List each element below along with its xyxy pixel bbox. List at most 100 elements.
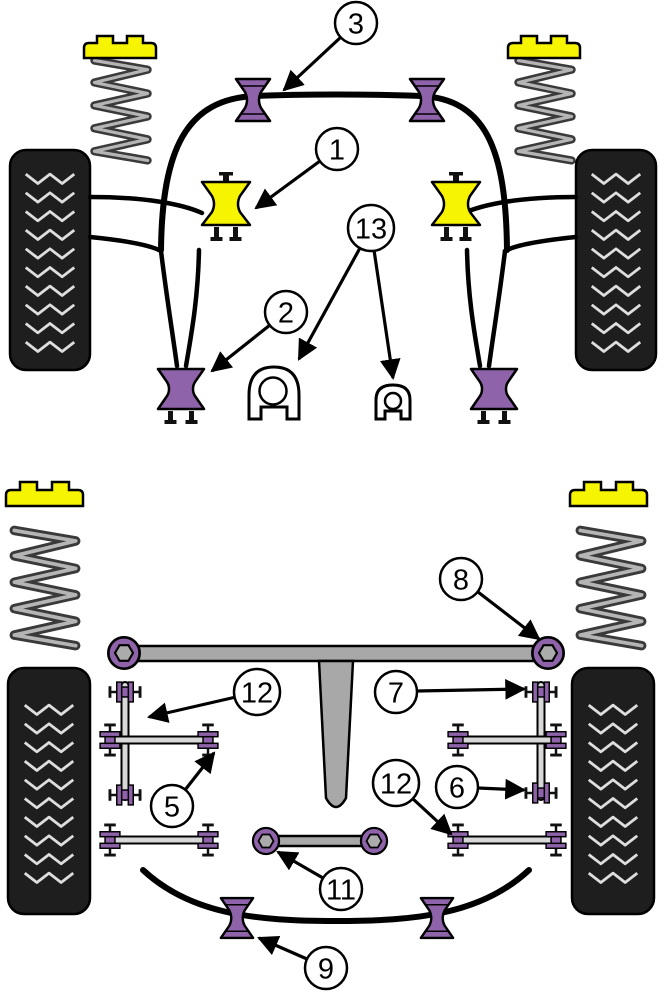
front-callouts: 3 1 2 13 <box>210 0 401 381</box>
rear-left-lower-link <box>105 835 211 845</box>
front-right-arm-lower-bush <box>469 367 519 426</box>
callout-9: 9 <box>257 935 349 991</box>
callout-1-circle <box>314 126 360 172</box>
front-left-spring <box>94 61 147 161</box>
callout-12-left-number: 12 <box>241 677 273 709</box>
callout-12-left-circle <box>232 667 282 717</box>
callout-8: 8 <box>438 556 541 641</box>
front-left-arm-outer-edge <box>158 248 180 369</box>
rear-left-spring-seat <box>4 480 85 508</box>
front-right-upper-arm-line <box>461 194 579 216</box>
front-anti-roll-bar <box>158 91 510 253</box>
front-clamp-bracket-large-hole <box>258 376 288 406</box>
callout-5-arrow <box>183 751 216 791</box>
callout-5-number: 5 <box>164 791 180 823</box>
callout-9-arrow <box>257 935 308 961</box>
callout-12-right-number: 12 <box>380 768 412 800</box>
rear-right-spring <box>580 530 641 645</box>
callout-11-number: 11 <box>326 874 356 906</box>
callout-6-circle <box>434 764 480 810</box>
rear-suspension-section: 8 12 7 5 6 <box>4 480 656 991</box>
callout-2-number: 2 <box>278 297 294 329</box>
callout-1-arrow <box>254 159 321 210</box>
rear-beam-mount-bush-left <box>107 636 141 670</box>
front-tires <box>8 148 658 372</box>
callout-12-right-circle <box>371 758 421 808</box>
front-left-lower-arm-line <box>87 234 164 254</box>
rear-right-tire <box>570 666 656 916</box>
rear-anti-roll-bar <box>140 867 532 925</box>
rear-right-tire-body <box>570 666 656 916</box>
callout-6: 6 <box>434 764 527 810</box>
callout-8-circle <box>438 556 484 602</box>
callout-12-left: 12 <box>146 667 282 723</box>
callout-13-circle <box>346 203 396 253</box>
front-right-spring-seat <box>506 34 582 60</box>
rear-right-lower-link <box>455 835 561 845</box>
front-suspension-section: 3 1 2 13 <box>8 0 658 426</box>
callout-13-arrow-right <box>372 249 401 381</box>
rear-left-spring <box>14 530 75 645</box>
rear-right-spring-seat <box>568 480 649 508</box>
callout-6-number: 6 <box>449 772 465 804</box>
rear-beam-mount-bush-right <box>531 636 565 670</box>
front-control-arms <box>87 194 579 369</box>
rear-lateral-link-bush-left <box>251 826 281 856</box>
front-left-arm-lower-bush <box>156 367 206 426</box>
front-left-tire <box>8 148 92 372</box>
callout-8-number: 8 <box>453 564 469 596</box>
callout-8-arrow <box>477 590 541 641</box>
front-right-tire-body <box>574 148 658 372</box>
front-right-arm-outer-edge <box>486 248 508 369</box>
front-clamp-brackets <box>247 365 412 421</box>
callout-3-circle <box>333 0 379 46</box>
callout-7-circle <box>373 669 419 715</box>
callout-12-right-arrow <box>410 796 453 836</box>
callout-7: 7 <box>373 669 527 715</box>
front-left-engine-mount-bush <box>200 172 252 243</box>
front-right-spring <box>518 61 571 161</box>
callout-11: 11 <box>276 850 364 912</box>
callout-5-circle <box>149 783 195 829</box>
callout-2-circle <box>263 289 309 335</box>
rear-left-tire-body <box>6 666 92 916</box>
front-right-engine-mount-bush <box>430 172 482 243</box>
callout-9-circle <box>303 945 349 991</box>
rear-center-pillar <box>317 659 355 809</box>
callout-1-number: 1 <box>329 134 345 166</box>
front-left-upper-arm-line <box>87 194 205 216</box>
callout-1: 1 <box>254 126 360 210</box>
front-right-tire <box>574 148 658 372</box>
rear-lateral-link-bush-right <box>359 826 389 856</box>
front-left-spring-seat <box>82 34 158 60</box>
rear-spring-seats <box>4 480 649 508</box>
front-spring-seats <box>82 34 582 60</box>
front-right-arm-inner-edge <box>464 247 483 369</box>
callout-11-circle <box>318 866 364 912</box>
callout-12-right: 12 <box>371 758 453 836</box>
rear-beam-assembly <box>124 644 548 848</box>
callout-9-number: 9 <box>318 953 334 985</box>
callout-3-arrow <box>282 35 343 92</box>
rear-right-upper-link <box>455 735 561 745</box>
callout-7-number: 7 <box>388 677 404 709</box>
front-engine-mounts <box>200 172 482 243</box>
callout-2: 2 <box>210 289 309 373</box>
front-left-arm-inner-edge <box>183 247 202 369</box>
front-right-lower-arm-line <box>502 234 579 254</box>
callout-2-arrow <box>210 323 271 373</box>
front-left-tire-body <box>8 148 92 372</box>
callout-13-arrow-left <box>297 247 362 361</box>
callout-5: 5 <box>149 751 216 829</box>
callout-13-number: 13 <box>355 213 387 245</box>
rear-left-upper-link <box>105 735 211 745</box>
callout-13: 13 <box>297 203 401 381</box>
callout-3: 3 <box>282 0 379 92</box>
callout-6-arrow <box>477 778 527 800</box>
callout-11-arrow <box>276 850 324 880</box>
rear-callouts: 8 12 7 5 6 <box>146 556 541 991</box>
rear-tires <box>6 666 656 916</box>
rear-crossbeam <box>124 644 548 663</box>
rear-left-tire <box>6 666 92 916</box>
